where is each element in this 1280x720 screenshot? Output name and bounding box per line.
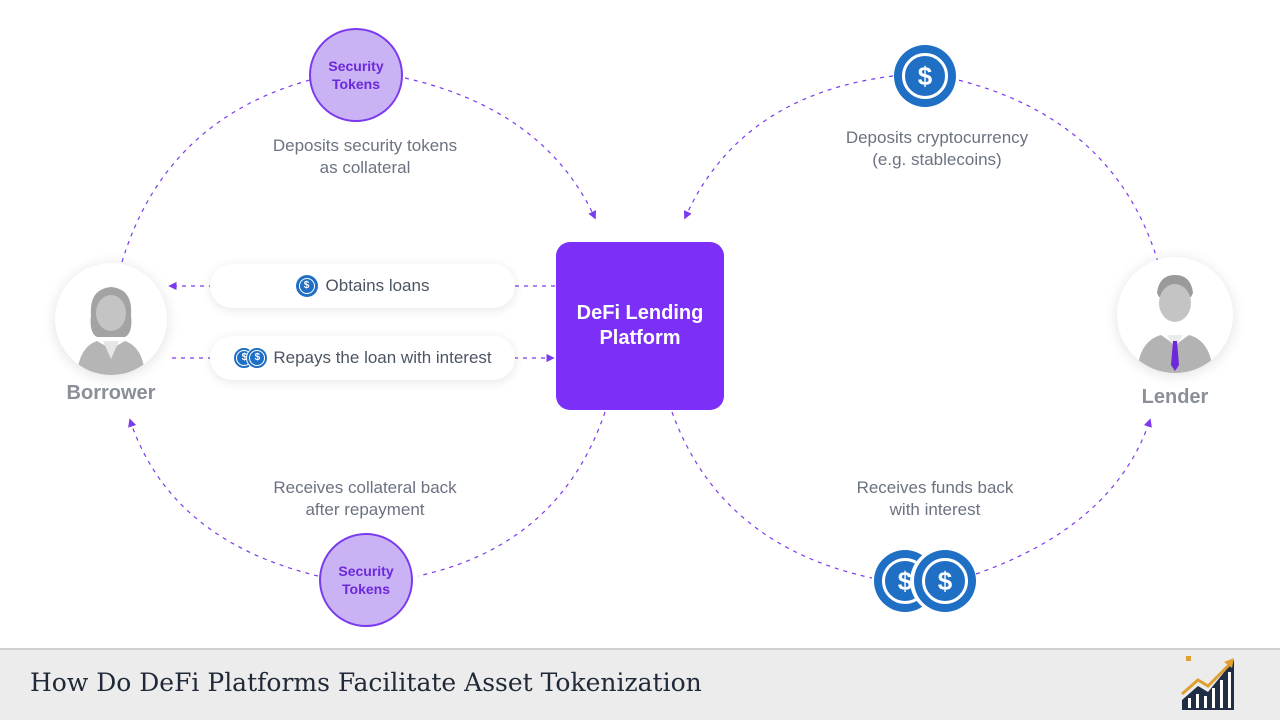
chart-logo-icon <box>1181 656 1234 710</box>
borrower-avatar <box>55 263 167 375</box>
caption-receive-funds-line2: with interest <box>889 500 981 519</box>
arrow-token-to-platform <box>404 77 596 220</box>
lender-label: Lender <box>1141 386 1209 408</box>
lender-avatar-icon <box>1137 275 1213 373</box>
obtains-loans-pill: $ Obtains loans <box>210 264 515 308</box>
arrow-borrower-to-token <box>121 79 311 263</box>
dollar-coin-icon: $ <box>295 275 318 297</box>
caption-deposit-collateral: Deposits security tokens as collateral <box>240 135 490 179</box>
caption-deposit-crypto: Deposits cryptocurrency (e.g. stablecoin… <box>812 127 1062 171</box>
obtains-loans-label: Obtains loans <box>325 276 430 295</box>
caption-deposit-collateral-line1: Deposits security tokens <box>272 136 458 155</box>
double-dollar-coin-icon: $ $ <box>233 347 269 369</box>
arrow-platform-to-coins <box>671 411 873 579</box>
platform-label-line1: DeFi Lending <box>576 302 704 324</box>
arrow-token-to-borrower <box>128 418 319 577</box>
caption-receive-collateral-line2: after repayment <box>305 500 425 519</box>
caption-receive-collateral: Receives collateral back after repayment <box>240 477 490 521</box>
defi-lending-platform: DeFi Lending Platform <box>556 242 724 410</box>
arrow-lender-to-coin <box>957 79 1159 263</box>
repays-loan-pill: $ $ Repays the loan with interest <box>210 336 515 380</box>
caption-receive-funds: Receives funds back with interest <box>810 477 1060 521</box>
footer-bar: How Do DeFi Platforms Facilitate Asset T… <box>0 648 1280 720</box>
security-tokens-bottom-line2: Tokens <box>342 581 390 597</box>
dollar-coin-icon: $ <box>914 550 976 612</box>
security-tokens-top-line1: Security <box>328 58 384 74</box>
arrow-coin-to-platform <box>683 75 894 220</box>
borrower-label: Borrower <box>66 382 156 404</box>
security-tokens-top-line2: Tokens <box>332 76 380 92</box>
repays-loan-label: Repays the loan with interest <box>273 348 492 367</box>
arrow-platform-to-token <box>417 411 606 577</box>
caption-deposit-collateral-line2: as collateral <box>319 158 411 177</box>
caption-receive-collateral-line1: Receives collateral back <box>273 478 457 497</box>
dollar-coin-icon: $ <box>894 45 956 107</box>
platform-label-line2: Platform <box>599 327 681 349</box>
security-tokens-bottom-line1: Security <box>338 563 394 579</box>
lender-avatar <box>1117 257 1233 373</box>
caption-deposit-crypto-line2: (e.g. stablecoins) <box>872 150 1002 169</box>
caption-deposit-crypto-line1: Deposits cryptocurrency <box>845 128 1029 147</box>
caption-receive-funds-line1: Receives funds back <box>856 478 1014 497</box>
footer-title: How Do DeFi Platforms Facilitate Asset T… <box>30 668 702 697</box>
borrower-avatar-icon <box>77 287 145 375</box>
